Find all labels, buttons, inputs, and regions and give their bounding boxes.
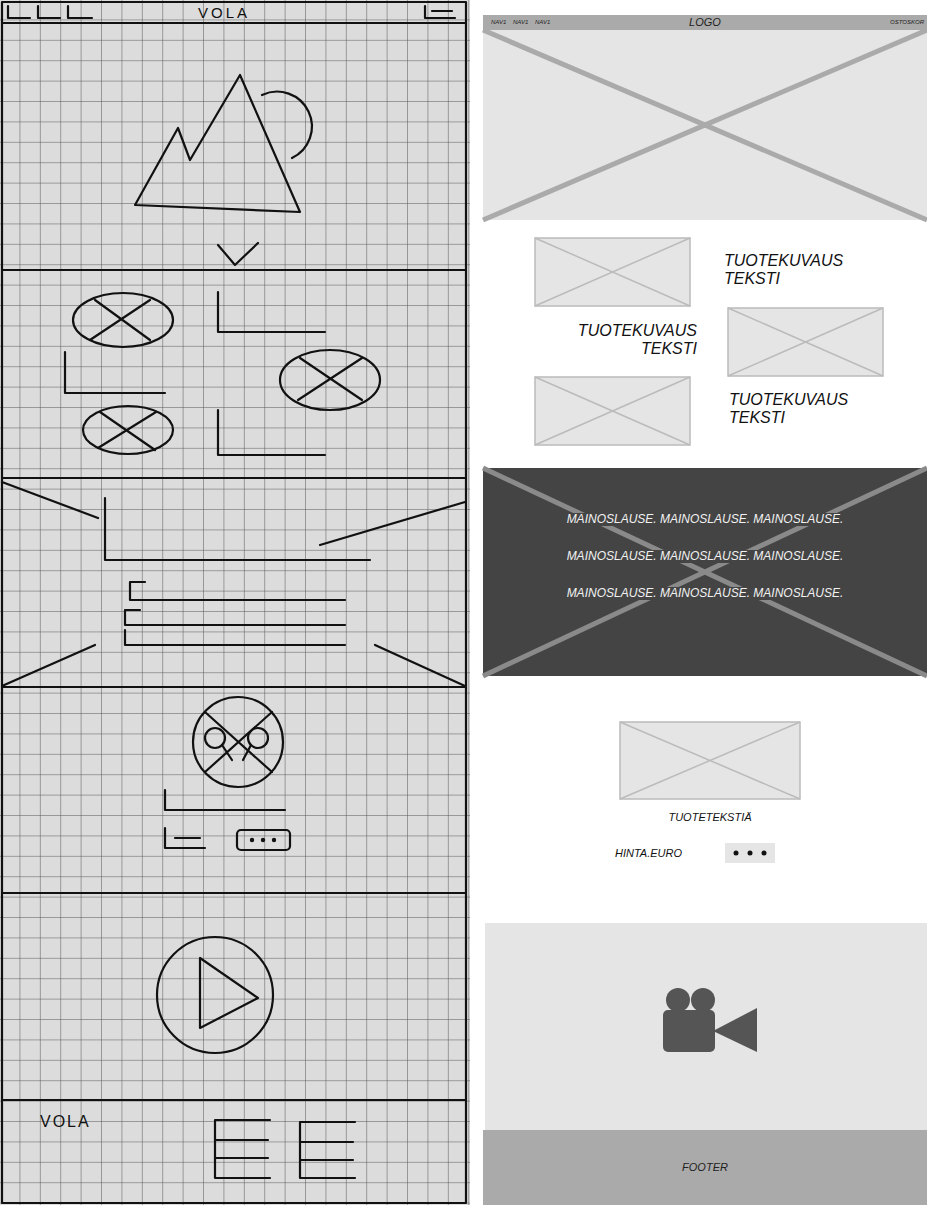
node-text: FOOTER [682,1161,728,1173]
footer-band: FOOTER [483,1130,927,1205]
promo-band: MAINOSLAUSE. MAINOSLAUSE. MAINOSLAUSE. MA… [483,468,927,676]
price-text: HINTA.EURO [615,847,682,859]
node-text: OSTOSKOR [890,19,924,26]
product-description: TUOTEKUVAUS TEKSTI [724,252,884,287]
nav-bar: NAV1 NAV1 NAV1 LOGO OSTOSKOR [483,15,927,30]
node-text: MAINOSLAUSE. MAINOSLAUSE. MAINOSLAUSE. [564,513,847,526]
product-text: TUOTETEKSTIÄ [610,811,810,823]
product-description: TUOTEKUVAUS TEKSTI [729,391,889,426]
node-text: MAINOSLAUSE. MAINOSLAUSE. MAINOSLAUSE. [564,587,847,600]
node-text: NAV1 [535,19,550,26]
product-description: TUOTEKUVAUS TEKSTI [537,322,697,357]
hand-sketch [0,0,470,1205]
sketch-logo: VOLA [198,5,250,22]
node-text: MAINOSLAUSE. MAINOSLAUSE. MAINOSLAUSE. [564,550,847,563]
node-text: NAV1 [491,19,506,26]
camera-icon [663,988,757,1052]
digital-wireframe [483,15,927,1205]
node-text: LOGO [689,16,721,28]
node-text: NAV1 [513,19,528,26]
sketch-footer-logo: VOLA [40,1113,91,1131]
